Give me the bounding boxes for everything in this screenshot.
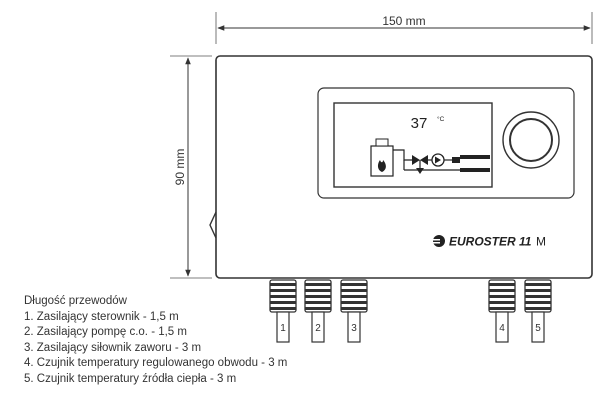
brand-suffix: M [536,235,546,249]
brand-logo: EUROSTER 11 M [431,235,546,249]
legend-item-4: 4. Czujnik temperatury regulowanego obwo… [24,357,288,369]
pump-icon [431,153,445,167]
cable-number-5: 5 [535,323,541,334]
cable-gland-1: 1 [269,279,297,343]
front-panel: 37 °C [317,87,575,199]
cable-number-4: 4 [499,323,505,334]
width-label: 150 mm [382,14,425,28]
legend-item-5: 5. Czujnik temperatury źródła ciepła - 3… [24,372,237,385]
brand-name: EUROSTER 11 [449,235,532,249]
temperature-readout: 37 [411,115,428,132]
height-dimension: 90 mm [170,55,212,279]
legend-item-2: 2. Zasilający pompę c.o. - 1,5 m [24,326,187,338]
lcd-screen [333,102,493,188]
output-bar-supply [460,155,490,159]
cable-length-legend: Długość przewodów 1. Zasilający sterowni… [24,294,287,387]
cable-number-2: 2 [315,323,321,334]
boiler-icon [370,138,394,177]
cable-gland-2: 2 [304,279,332,343]
cable-number-3: 3 [351,323,357,334]
cable-gland-3: 3 [340,279,368,343]
cable-number-1: 1 [280,323,286,334]
cable-gland-4: 4 [488,279,516,343]
temperature-unit: °C [437,115,445,123]
cable-gland-5: 5 [524,279,552,343]
legend-item-1: 1. Zasilający sterownik - 1,5 m [24,310,179,323]
output-bar-return [460,168,490,172]
cable-glands: 1 2 3 4 5 [269,279,552,343]
legend-item-3: 3. Zasilający siłownik zaworu - 3 m [24,341,202,354]
control-knob [502,111,560,169]
height-label: 90 mm [173,149,187,186]
width-dimension: 150 mm [215,12,593,44]
brand-logo-icon [433,235,445,247]
legend-title: Długość przewodów [24,295,127,307]
